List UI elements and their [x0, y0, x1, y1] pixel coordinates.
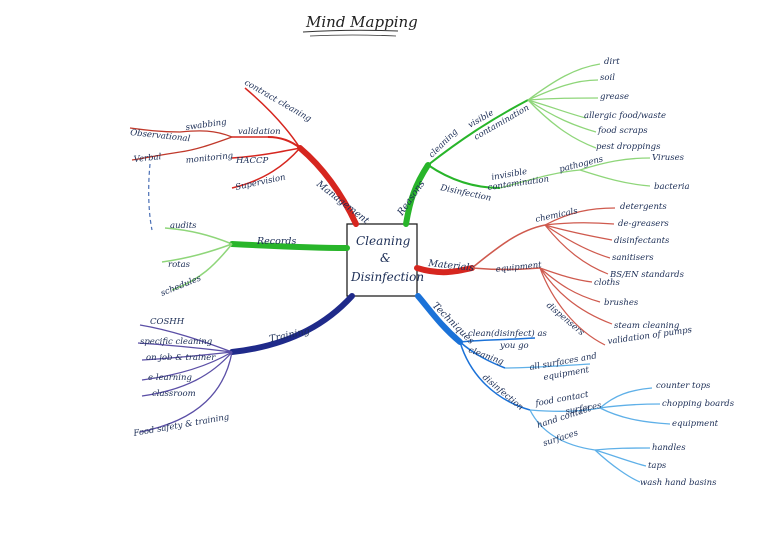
management-label: Management [313, 178, 371, 226]
center-line-3: Disinfection [350, 270, 424, 284]
training-label: Training [268, 326, 310, 345]
bacteria-label: bacteria [654, 182, 690, 192]
detergents-label: detergents [620, 202, 667, 212]
food-scraps-label: food scraps [597, 126, 648, 136]
pest-droppings-label: pest droppings [596, 142, 661, 152]
sanitisers-label: sanitisers [612, 253, 654, 263]
branch-training: Training COSHH specific cleaning on job … [132, 293, 355, 439]
dispensers-label: dispensers [544, 301, 586, 339]
branch-records: Records audits rotas schedules [159, 221, 350, 299]
cloths-label: cloths [594, 278, 620, 288]
viruses-label: Viruses [652, 153, 685, 163]
food-safety-training-label: Food safety & training [132, 412, 231, 439]
chopping-boards-label: chopping boards [662, 399, 735, 409]
chemicals-label: chemicals [535, 206, 580, 225]
branch-management: Management contract cleaning validation … [130, 78, 371, 231]
validation-label: validation [238, 127, 281, 137]
monitoring-label: monitoring [185, 151, 234, 166]
verbal-label: Verbal [133, 152, 162, 165]
title-underline [302, 29, 399, 33]
elearning-label: e-learning [148, 373, 192, 383]
equipment-label: equipment [495, 260, 542, 275]
center-box [346, 223, 418, 297]
handles-label: handles [652, 443, 686, 453]
supervision-label: Supervision [235, 173, 287, 193]
specific-cleaning-label: specific cleaning [140, 337, 213, 347]
haccp-label: HACCP [235, 156, 269, 166]
soil-label: soil [600, 73, 615, 83]
brushes-label: brushes [604, 298, 639, 308]
bs-en-standards-label: BS/EN standards [609, 270, 685, 280]
classroom-label: classroom [152, 389, 196, 399]
branch-reasons: Reasons cleaning visible contamination D… [395, 57, 690, 227]
audits-label: audits [170, 221, 197, 231]
clean-as-you-go-label-2: you go [499, 341, 529, 351]
title-underline-2 [309, 34, 397, 37]
wash-hand-basins-label: wash hand basins [640, 478, 717, 488]
pathogens-label: pathogens [558, 154, 605, 175]
coshh-label: COSHH [150, 317, 185, 327]
counter-tops-label: counter tops [656, 381, 711, 391]
page-title: Mind Mapping [305, 13, 418, 31]
records-label: Records [256, 236, 296, 247]
observational-label: Observational [130, 128, 191, 144]
steam-cleaning-label: steam cleaning [614, 321, 680, 331]
rotas-label: rotas [168, 260, 191, 270]
materials-label: Materials [427, 258, 475, 274]
contract-cleaning-label: contract cleaning [243, 78, 314, 125]
center-line-2: & [380, 251, 391, 265]
dirt-label: dirt [604, 57, 620, 67]
food-contact-equipment-label: equipment [672, 419, 719, 429]
taps-label: taps [648, 461, 667, 471]
allergic-food-waste-label: allergic food/waste [584, 111, 666, 121]
disinfectants-label: disinfectants [614, 236, 670, 246]
schedules-label: schedules [159, 273, 203, 298]
clean-as-you-go-label-1: clean(disinfect) as [468, 328, 548, 339]
de-greasers-label: de-greasers [618, 219, 669, 229]
on-job-trainer-label: on job & trainer [146, 353, 216, 363]
center-line-1: Cleaning [356, 234, 411, 248]
grease-label: grease [600, 92, 629, 102]
techniques-disinfection-label: disinfection [480, 373, 525, 413]
